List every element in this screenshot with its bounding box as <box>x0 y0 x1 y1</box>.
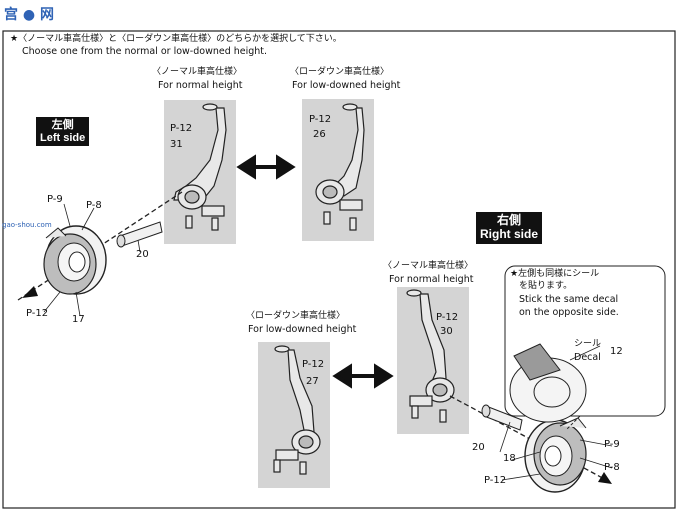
left-side-jp: 左側 <box>51 119 74 131</box>
knuckle-right-normal <box>406 289 455 423</box>
left-side-en: Left side <box>40 131 86 144</box>
panel-right-normal <box>397 287 469 434</box>
right-side-en: Right side <box>480 226 539 241</box>
decal-note-jp-2: を貼ります。 <box>519 281 573 291</box>
left-low-plate: P-12 <box>309 114 332 125</box>
decal-callout <box>504 265 666 431</box>
header-instruction-en: Choose one from the normal or low-downed… <box>22 46 268 57</box>
decal-label-jp: シール <box>574 339 602 349</box>
right-shaft-part: 20 <box>472 442 485 453</box>
left-drum-p9: P-9 <box>47 194 63 205</box>
right-normal-plate: P-12 <box>436 312 459 323</box>
right-normal-en: For normal height <box>389 274 474 285</box>
left-low-part: 26 <box>313 129 326 140</box>
right-normal-part: 30 <box>440 326 453 337</box>
left-low-en: For low-downed height <box>292 80 401 91</box>
right-drum-p8: P-8 <box>604 462 620 473</box>
right-low-en: For low-downed height <box>248 324 357 335</box>
watermark-logo: 宫 ● 网 <box>4 7 54 23</box>
left-low-jp: 〈ローダウン車高仕様〉 <box>290 67 390 77</box>
swap-arrow-right <box>332 363 394 389</box>
swap-arrow-left <box>236 154 296 180</box>
knuckle-left-normal <box>173 103 227 231</box>
right-low-jp: 〈ローダウン車高仕様〉 <box>246 311 346 321</box>
page-frame <box>2 30 676 509</box>
knuckle-right-low <box>273 345 321 475</box>
right-drum-p12: P-12 <box>484 475 507 486</box>
left-drum-part: 17 <box>72 314 85 325</box>
left-normal-en: For normal height <box>158 80 243 91</box>
watermark-url: gao-shou.com <box>2 221 52 229</box>
leader-lines <box>43 203 613 481</box>
decal-label-en: Decal <box>574 352 601 363</box>
left-normal-jp: 〈ノーマル車高仕様〉 <box>152 67 243 77</box>
left-shaft-part: 20 <box>136 249 149 260</box>
right-low-part: 27 <box>306 376 319 387</box>
right-normal-jp: 〈ノーマル車高仕様〉 <box>383 261 474 271</box>
right-drum-p9: P-9 <box>604 439 620 450</box>
right-low-plate: P-12 <box>302 359 325 370</box>
left-side-label: 左側 Left side <box>36 117 90 147</box>
left-drum-p8: P-8 <box>86 200 102 211</box>
header-instruction-jp: ★〈ノーマル車高仕様〉と〈ローダウン車高仕様〉のどちらかを選択して下さい。 <box>10 34 342 44</box>
decal-number: 12 <box>610 346 623 357</box>
knuckle-left-low <box>315 103 365 231</box>
left-normal-plate: P-12 <box>170 123 193 134</box>
decal-note-en-2: on the opposite side. <box>519 307 619 318</box>
left-drum-p12: P-12 <box>26 308 49 319</box>
decal-note-jp-1: ★左側も同様にシール <box>510 269 600 279</box>
right-side-label: 右側 Right side <box>476 212 543 244</box>
decal-note-en-1: Stick the same decal <box>519 294 619 305</box>
right-side-jp: 右側 <box>497 213 522 227</box>
left-normal-part: 31 <box>170 139 183 150</box>
right-ring-part: 18 <box>503 453 516 464</box>
